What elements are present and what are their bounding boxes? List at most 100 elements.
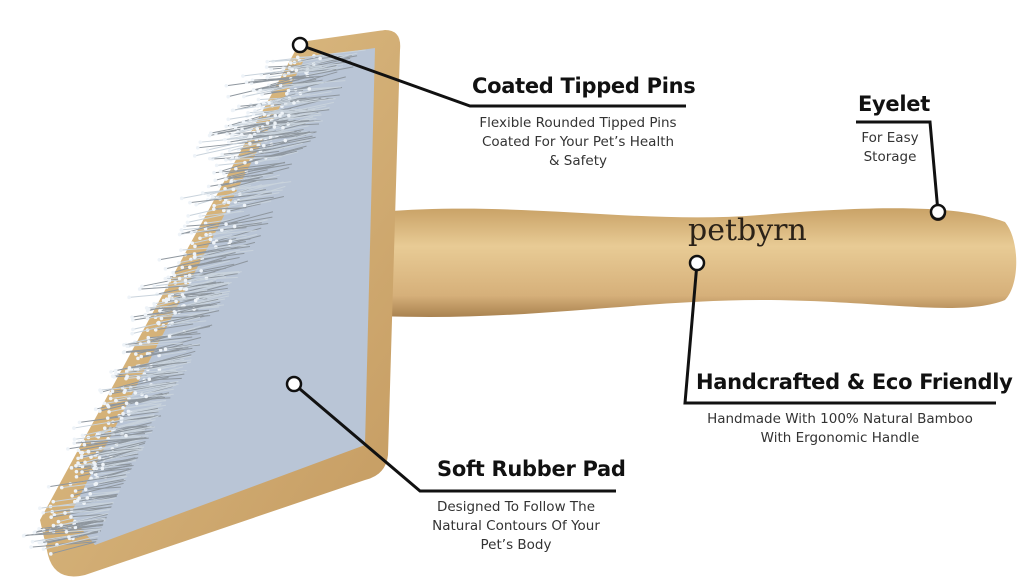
pin-tip bbox=[222, 208, 226, 213]
pin-tip bbox=[124, 369, 129, 374]
pin-tip bbox=[63, 511, 67, 515]
pin bbox=[210, 219, 268, 235]
pin-tip bbox=[159, 316, 164, 321]
pin-tip bbox=[286, 88, 291, 93]
pin-tip bbox=[174, 299, 178, 304]
pin-tip bbox=[73, 525, 78, 530]
pin bbox=[84, 437, 149, 446]
pin-tip bbox=[125, 374, 129, 379]
pin bbox=[74, 437, 147, 444]
pin-tip bbox=[262, 112, 266, 117]
pin-tip bbox=[51, 499, 56, 504]
pin bbox=[77, 490, 120, 502]
pin-tip bbox=[21, 534, 26, 538]
pin-tip bbox=[307, 87, 312, 91]
pin bbox=[161, 315, 211, 319]
pin-tip bbox=[273, 121, 277, 126]
pin bbox=[56, 538, 98, 546]
pin bbox=[104, 425, 148, 429]
pin-tip bbox=[226, 200, 231, 205]
pin bbox=[165, 252, 236, 270]
pin bbox=[288, 112, 321, 117]
pin-tip bbox=[171, 270, 175, 275]
pin-tip bbox=[86, 450, 91, 454]
pin-tip bbox=[287, 113, 291, 118]
pin bbox=[275, 120, 321, 124]
pin-tip bbox=[122, 349, 127, 354]
pin-tip bbox=[239, 132, 244, 137]
pin bbox=[186, 283, 231, 290]
pin-tip bbox=[167, 334, 172, 339]
pin bbox=[138, 366, 184, 379]
pin-tip bbox=[38, 506, 42, 511]
pin bbox=[155, 312, 202, 318]
desc-line: Coated For Your Pet’s Health bbox=[481, 134, 675, 150]
pin bbox=[244, 196, 284, 206]
pin bbox=[235, 162, 286, 170]
pin-tip bbox=[200, 191, 205, 195]
pin-tip bbox=[194, 202, 198, 207]
pin bbox=[39, 497, 116, 509]
pin-tip bbox=[112, 375, 116, 379]
pin-tip bbox=[52, 513, 57, 517]
pin-tip bbox=[185, 220, 190, 225]
pin bbox=[222, 147, 284, 155]
pin bbox=[48, 474, 126, 488]
pin bbox=[146, 394, 171, 397]
pin bbox=[189, 195, 251, 204]
pin bbox=[139, 283, 217, 290]
pins-marker-dot bbox=[291, 36, 309, 54]
pin-tip bbox=[187, 273, 192, 278]
pin-tip bbox=[251, 112, 256, 117]
pin-tip bbox=[265, 121, 270, 125]
pad-marker-dot bbox=[285, 375, 303, 393]
pin-tip bbox=[267, 100, 271, 105]
pad-description: Designed To Follow The Natural Contours … bbox=[416, 498, 616, 555]
pin-tip bbox=[114, 398, 118, 403]
pin-tip bbox=[223, 187, 227, 191]
pin-tip bbox=[231, 187, 236, 192]
pin-tip bbox=[184, 287, 189, 291]
pin bbox=[81, 441, 146, 458]
pin-tip bbox=[228, 124, 233, 129]
pin-tip bbox=[101, 462, 105, 467]
pad-title: Soft Rubber Pad bbox=[437, 457, 626, 481]
desc-line: Designed To Follow The bbox=[436, 499, 596, 515]
pin-tip bbox=[228, 239, 233, 243]
handle-leader-line bbox=[683, 262, 996, 405]
pin-tip bbox=[79, 455, 84, 460]
pin-tip bbox=[233, 125, 238, 130]
pin-tip bbox=[260, 92, 264, 97]
pin bbox=[226, 169, 268, 179]
pin bbox=[235, 196, 274, 203]
pin bbox=[258, 97, 292, 101]
pin bbox=[251, 136, 316, 151]
pin-tip bbox=[144, 394, 148, 399]
pin-tip bbox=[59, 485, 64, 490]
pin bbox=[172, 256, 227, 274]
pin-tip bbox=[280, 111, 284, 116]
pin-tip bbox=[163, 267, 168, 271]
pin-tip bbox=[295, 55, 300, 60]
pin bbox=[228, 130, 297, 143]
pin-tip bbox=[278, 83, 283, 88]
pin bbox=[148, 304, 212, 310]
pin bbox=[83, 436, 145, 442]
pin bbox=[233, 181, 292, 190]
pin bbox=[200, 210, 245, 217]
pin bbox=[194, 249, 254, 258]
pin bbox=[43, 535, 99, 550]
pin-tip bbox=[72, 426, 76, 430]
pin bbox=[179, 271, 238, 280]
pin-tip bbox=[77, 420, 82, 425]
pin bbox=[52, 506, 111, 513]
pin-tip bbox=[130, 331, 134, 336]
pin bbox=[88, 437, 148, 452]
pin-tip bbox=[179, 228, 184, 232]
pin-tip bbox=[130, 318, 135, 322]
pin bbox=[225, 172, 274, 180]
pin bbox=[127, 342, 183, 347]
pin bbox=[279, 105, 327, 117]
pin-tip bbox=[278, 113, 282, 118]
